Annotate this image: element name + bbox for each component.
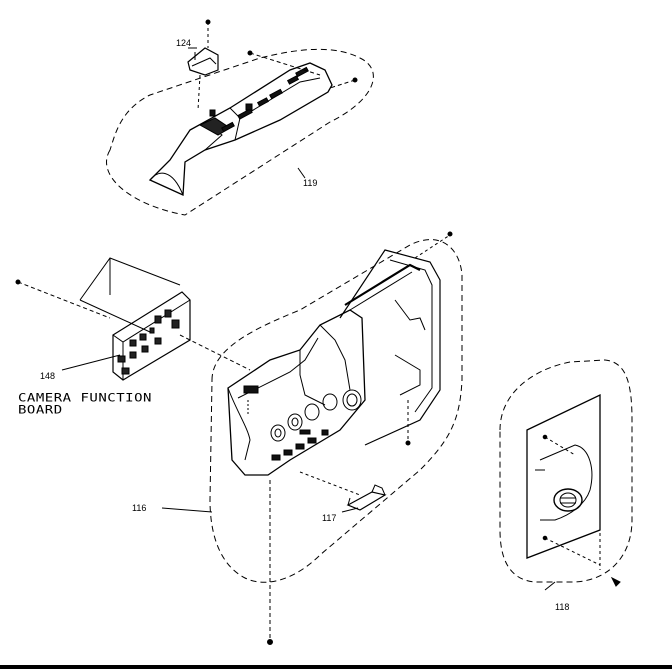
callout-148: 148 [40, 371, 56, 381]
bracket-117 [299, 471, 387, 513]
dial-5 [342, 389, 362, 411]
callout-119: 119 [303, 178, 318, 188]
dial-1 [270, 424, 286, 442]
callout-124: 124 [176, 38, 192, 48]
dial-4 [322, 393, 338, 411]
handle-assembly-119 [106, 48, 374, 216]
side-panel-118 [499, 359, 633, 591]
group-outline-119 [106, 48, 374, 216]
panel-plate [526, 393, 601, 559]
rear-frame [339, 249, 441, 446]
callout-118: 118 [555, 602, 570, 612]
handle-body [148, 62, 333, 196]
callout-116: 116 [132, 503, 147, 513]
group-outline-118 [499, 359, 633, 583]
camera-function-board-148 [15, 257, 251, 381]
dial-3 [304, 403, 320, 421]
board-plate [112, 291, 191, 381]
board-label-line-1: CAMERA FUNCTION [18, 391, 152, 405]
callout-117: 117 [322, 513, 337, 523]
bracket-124 [187, 19, 219, 111]
dial-2 [287, 413, 303, 431]
group-outline-116 [209, 239, 463, 583]
board-label-line-2: BOARD [18, 403, 63, 417]
cabinet-assembly-116 [161, 231, 463, 645]
